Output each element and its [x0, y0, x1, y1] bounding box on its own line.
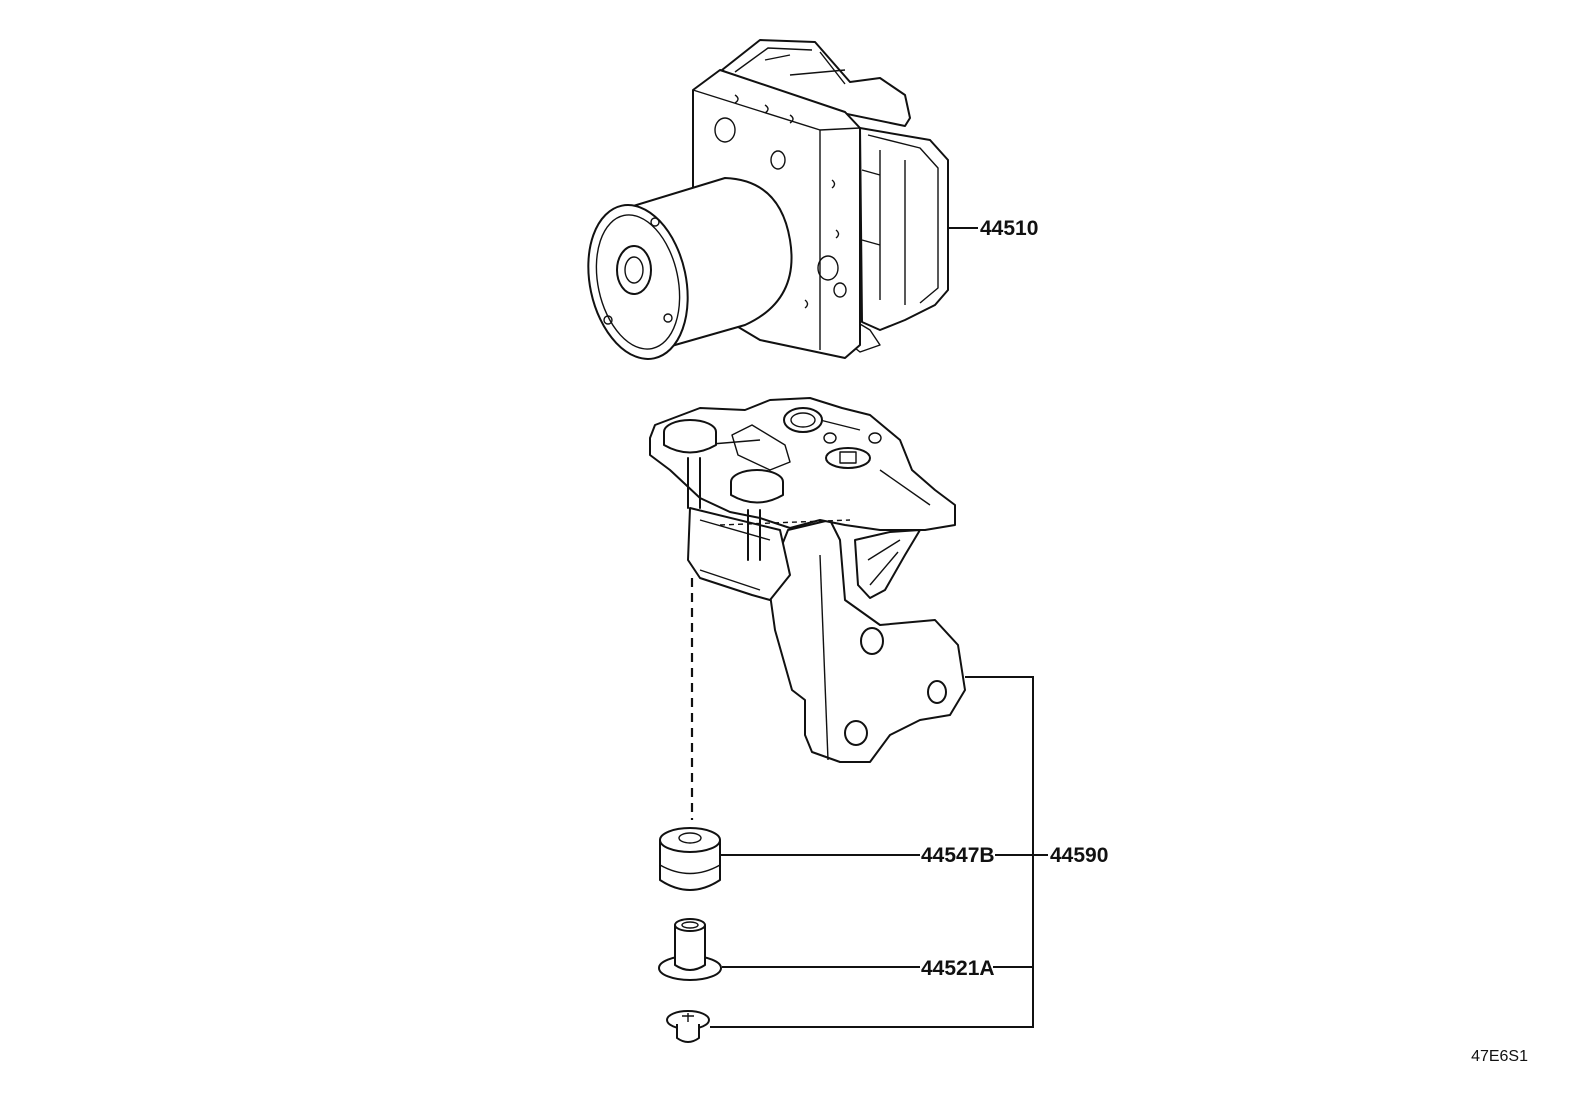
cushion-drawing[interactable]: [659, 827, 721, 891]
actuator-bracket-drawing[interactable]: [649, 397, 966, 763]
abs-actuator-drawing[interactable]: [575, 39, 949, 368]
part-label-44521a: 44521A: [921, 957, 995, 980]
part-label-44590: 44590: [1050, 844, 1108, 867]
part-label-44510: 44510: [980, 217, 1038, 240]
bolt-drawing[interactable]: [666, 1010, 710, 1043]
collar-drawing[interactable]: [658, 918, 722, 981]
diagram-code: 47E6S1: [1471, 1048, 1528, 1065]
leader-lines: [710, 227, 1048, 1028]
part-label-44547b: 44547B: [921, 844, 995, 867]
